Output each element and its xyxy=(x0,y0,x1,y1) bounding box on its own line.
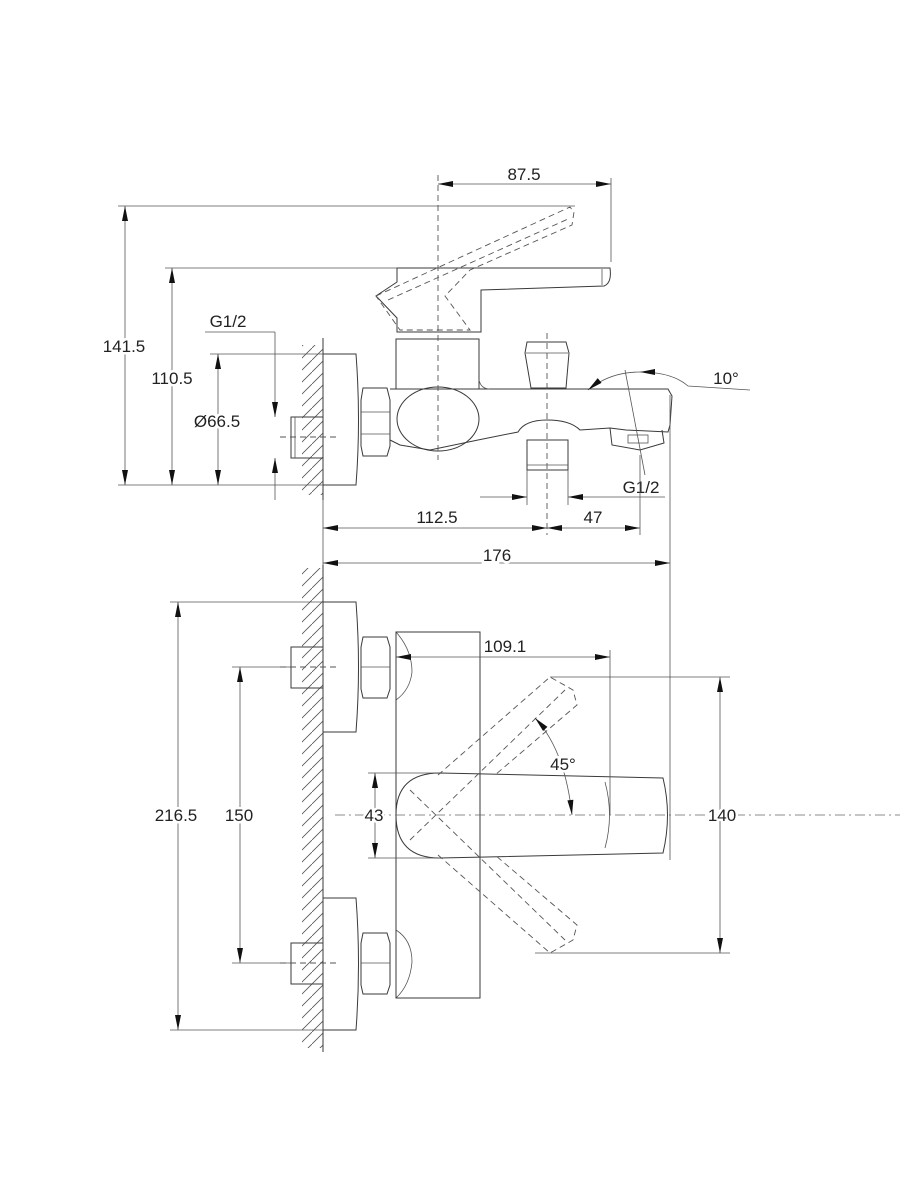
top-view-dimensions: 109.1 45° 216.5 150 43 140 xyxy=(152,601,739,1031)
hex-nut xyxy=(360,387,391,457)
dim-outlet-to-spout: 47 xyxy=(584,508,603,527)
dim-total-height: 141.5 xyxy=(103,337,146,356)
side-view xyxy=(280,175,673,535)
bath-outlet xyxy=(526,439,569,471)
dim-escutcheon-diameter: Ø66.5 xyxy=(194,412,240,431)
lever-handle-top xyxy=(395,772,668,859)
side-view-dimensions: 87.5 141.5 110.5 Ø66.5 G1/2 10° G1/2 112… xyxy=(100,163,751,860)
dim-wall-to-outlet: 112.5 xyxy=(416,508,457,527)
diverter-knob xyxy=(524,341,570,389)
inlet-pipe xyxy=(290,416,324,459)
mixer-body xyxy=(389,388,673,451)
dim-spout-reach: 87.5 xyxy=(507,165,540,184)
escutcheon xyxy=(323,353,359,486)
top-view xyxy=(280,565,900,1052)
dim-handle-sweep: 140 xyxy=(708,806,736,825)
dim-inlet-spacing: 150 xyxy=(225,806,253,825)
wall-hatching xyxy=(302,345,323,495)
dim-handle-rotation: 45° xyxy=(550,755,576,774)
lower-inlet xyxy=(280,897,413,1031)
rotated-lever-down xyxy=(437,854,578,954)
dim-outlet-thread: G1/2 xyxy=(623,478,660,497)
dim-overall-width: 216.5 xyxy=(155,806,198,825)
dim-handle-width: 43 xyxy=(365,806,384,825)
dim-total-depth: 176 xyxy=(483,546,511,565)
wall-hatching xyxy=(302,568,323,1048)
lever-handle xyxy=(375,267,611,333)
dim-handle-reach: 109.1 xyxy=(484,637,527,656)
cartridge-column xyxy=(395,338,480,390)
dim-handle-height: 110.5 xyxy=(151,369,192,388)
raised-lever-outline xyxy=(375,206,575,331)
rotated-lever-up xyxy=(437,676,578,776)
dim-inlet-thread: G1/2 xyxy=(210,312,247,331)
upper-inlet xyxy=(280,601,413,733)
dim-spout-angle: 10° xyxy=(713,369,739,388)
